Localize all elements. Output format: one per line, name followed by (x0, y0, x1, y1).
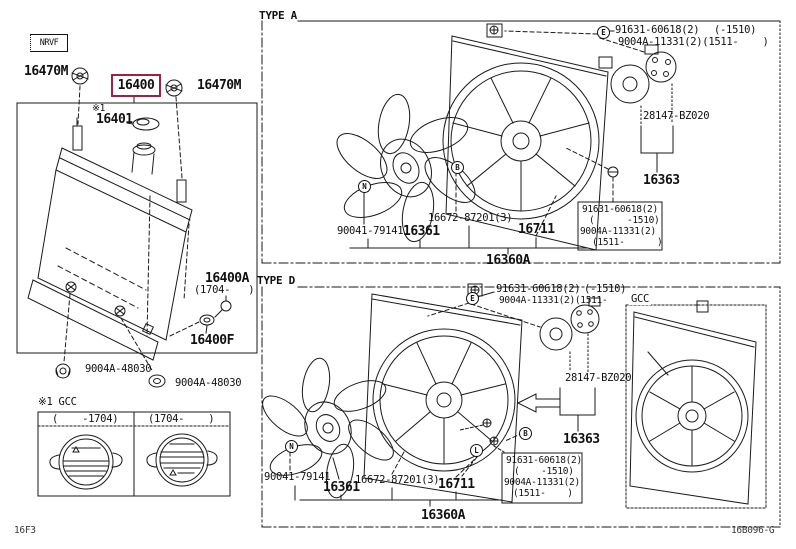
radiator-drawing (27, 117, 193, 361)
marker-e-icon: E (466, 292, 479, 305)
part-label-90041-79141-a[interactable]: 90041-79141 (337, 225, 404, 237)
radiator-cap-glyph-left (71, 67, 89, 125)
type-d-title: TYPE D (257, 274, 295, 287)
type-a-fan-motor (610, 44, 677, 104)
part-label-9004a-mid-a[interactable]: 9004A-11331(2) (580, 226, 656, 237)
date-range-mid-a-1: ( -1510) (589, 215, 660, 226)
part-label-9004a-48030-right[interactable]: 9004A-48030 (175, 377, 242, 389)
part-label-9004a-48030-left[interactable]: 9004A-48030 (85, 363, 152, 375)
type-a-shroud (442, 23, 613, 251)
drain-plug-and-bolt-glyphs (169, 295, 232, 337)
part-label-91631-top-a[interactable]: 91631-60618(2) (615, 24, 700, 36)
type-d-frame (261, 286, 781, 528)
note-ref-1: ※1 (92, 103, 106, 114)
selected-part-16400[interactable]: 16400 (111, 74, 161, 97)
part-label-16400a[interactable]: 16400A (205, 271, 249, 286)
part-label-16672-d[interactable]: 16672-87201(3) (355, 474, 440, 486)
note-gcc: ※1 GCC (38, 396, 77, 408)
marker-b-icon: B (519, 427, 532, 440)
radiator-cap-glyph-right (165, 79, 183, 179)
type-d-shroud (363, 283, 523, 503)
part-label-16360a-a[interactable]: 16360A (486, 253, 530, 268)
part-label-91631-mid-a[interactable]: 91631-60618(2) (582, 204, 658, 215)
marker-l-icon: L (470, 444, 483, 457)
type-d-gcc-shroud (629, 300, 757, 505)
cap-table-col-late: (1704- ) (148, 413, 215, 425)
part-label-28147-d[interactable]: 28147-BZ020 (565, 372, 632, 384)
part-label-16361-a[interactable]: 16361 (403, 224, 440, 239)
type-a-fan (336, 93, 476, 243)
part-label-16470m-left[interactable]: 16470M (24, 64, 68, 79)
date-range-16400a: (1704- ) (194, 284, 255, 296)
page-code-left: 16F3 (14, 525, 36, 536)
marker-e-icon: E (597, 26, 610, 39)
marker-n-icon: N (358, 180, 371, 193)
part-label-9004a-right-d[interactable]: 9004A-11331(2) (504, 477, 580, 488)
mount-nut-glyphs (55, 293, 166, 388)
gcc-variant-tag: GCC (629, 293, 652, 305)
cap-variant-table (37, 411, 231, 497)
part-label-16400f[interactable]: 16400F (190, 333, 234, 348)
part-label-91631-right-d[interactable]: 91631-60618(2) (506, 455, 582, 466)
date-range-mid-a-2: (1511- ) (592, 237, 663, 248)
part-label-9004a-11331-top-a[interactable]: 9004A-11331(2)(1511- ) (618, 36, 769, 48)
date-range-right-d-1: ( -1510) (514, 466, 574, 477)
date-range-right-d-2: (1511- ) (513, 488, 573, 499)
part-label-9004a-11331-top-d[interactable]: 9004A-11331(2)(1511- ) (499, 295, 635, 306)
date-range-91631-top-a: (-1510) (714, 24, 757, 36)
figure-code: 16B096-G (731, 525, 775, 536)
part-label-16711-d[interactable]: 16711 (438, 477, 475, 492)
part-label-16361-d[interactable]: 16361 (323, 480, 360, 495)
part-label-16401[interactable]: 16401 (96, 112, 133, 127)
date-range-91631-top-d: (-1510) (584, 283, 627, 295)
part-label-91631-top-d[interactable]: 91631-60618(2) (496, 283, 581, 295)
cap-table-col-early: ( -1704) (52, 413, 119, 425)
part-label-16363-a[interactable]: 16363 (643, 173, 680, 188)
marker-n-icon: N (285, 440, 298, 453)
part-label-16360a-d[interactable]: 16360A (421, 508, 465, 523)
part-label-16470m-right[interactable]: 16470M (197, 78, 241, 93)
type-d-fan-motor (539, 297, 601, 351)
part-label-90041-79141-d[interactable]: 90041-79141 (264, 471, 331, 483)
part-label-28147-a[interactable]: 28147-BZ020 (643, 110, 710, 122)
part-label-16363-d[interactable]: 16363 (563, 432, 600, 447)
radiator-frame-box (16, 92, 258, 354)
type-d-fan (262, 357, 394, 499)
part-label-16711-a[interactable]: 16711 (518, 222, 555, 237)
marker-b-icon: B (451, 161, 464, 174)
part-label-16672-a[interactable]: 16672-87201(3) (428, 212, 513, 224)
type-a-leaders (349, 30, 674, 255)
type-a-frame (261, 20, 781, 264)
type-d-leaders (289, 291, 596, 507)
type-a-title: TYPE A (259, 9, 297, 22)
model-code-tag: NRVF (30, 34, 68, 52)
